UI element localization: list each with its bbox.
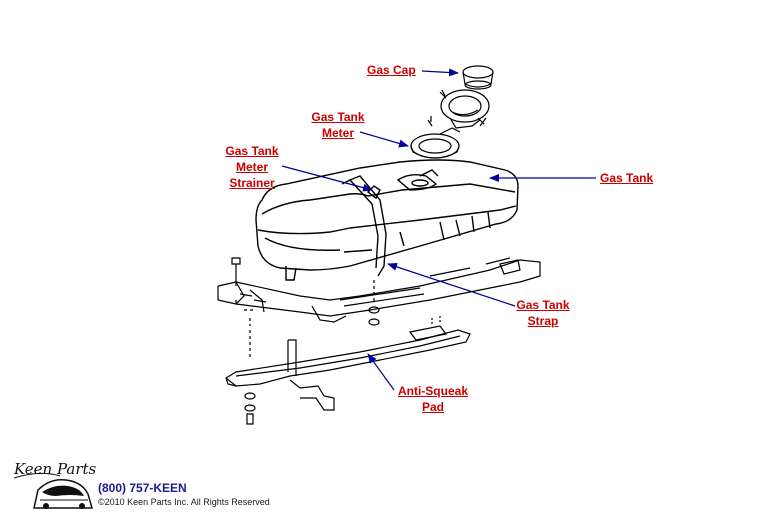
- footer-copyright: ©2010 Keen Parts Inc. All Rights Reserve…: [98, 497, 270, 507]
- gas-cap-drawing: [462, 65, 494, 90]
- label-anti-squeak-pad[interactable]: Anti-Squeak Pad: [394, 383, 472, 415]
- strap-hardware-drawing: [368, 280, 380, 326]
- label-gas-tank-strap[interactable]: Gas Tank Strap: [514, 297, 572, 329]
- label-strap-line1: Gas Tank: [516, 298, 570, 312]
- keen-parts-logo: Keen Parts: [13, 460, 97, 509]
- label-gas-tank-meter-line2: Meter: [321, 126, 354, 140]
- arrow-gas-cap: [421, 68, 459, 77]
- arrow-anti-squeak-pad: [367, 353, 395, 391]
- label-pad-line1: Anti-Squeak: [397, 384, 468, 398]
- filler-neck-drawing: [439, 89, 490, 129]
- label-gas-tank-meter[interactable]: Gas Tank Meter: [309, 109, 367, 141]
- label-strainer-line1: Gas Tank: [225, 144, 279, 158]
- gas-tank-meter-drawing: [410, 116, 461, 159]
- label-strap-line2: Strap: [527, 314, 559, 328]
- label-gas-cap-text: Gas Cap: [367, 63, 416, 77]
- arrow-gas-tank-strap: [387, 263, 516, 307]
- label-pad-line2: Pad: [421, 400, 444, 414]
- bolt-drawing: [231, 257, 241, 306]
- label-gas-tank-meter-strainer[interactable]: Gas Tank Meter Strainer: [223, 143, 281, 191]
- label-strainer-line2: Meter: [235, 160, 268, 174]
- label-gas-cap[interactable]: Gas Cap: [367, 62, 416, 78]
- callout-arrows: [281, 68, 596, 391]
- anti-squeak-pad-drawing: [224, 309, 471, 425]
- arrow-gas-tank-meter: [359, 131, 409, 148]
- label-strainer-line3: Strainer: [229, 176, 275, 190]
- label-gas-tank-text: Gas Tank: [600, 171, 654, 185]
- gas-tank-drawing: [255, 159, 519, 281]
- label-gas-tank[interactable]: Gas Tank: [600, 170, 653, 186]
- frame-drawing: [217, 257, 541, 323]
- footer-phone: (800) 757-KEEN: [98, 481, 187, 495]
- label-gas-tank-meter-line1: Gas Tank: [311, 110, 365, 124]
- arrow-gas-tank-meter-strainer: [281, 165, 373, 192]
